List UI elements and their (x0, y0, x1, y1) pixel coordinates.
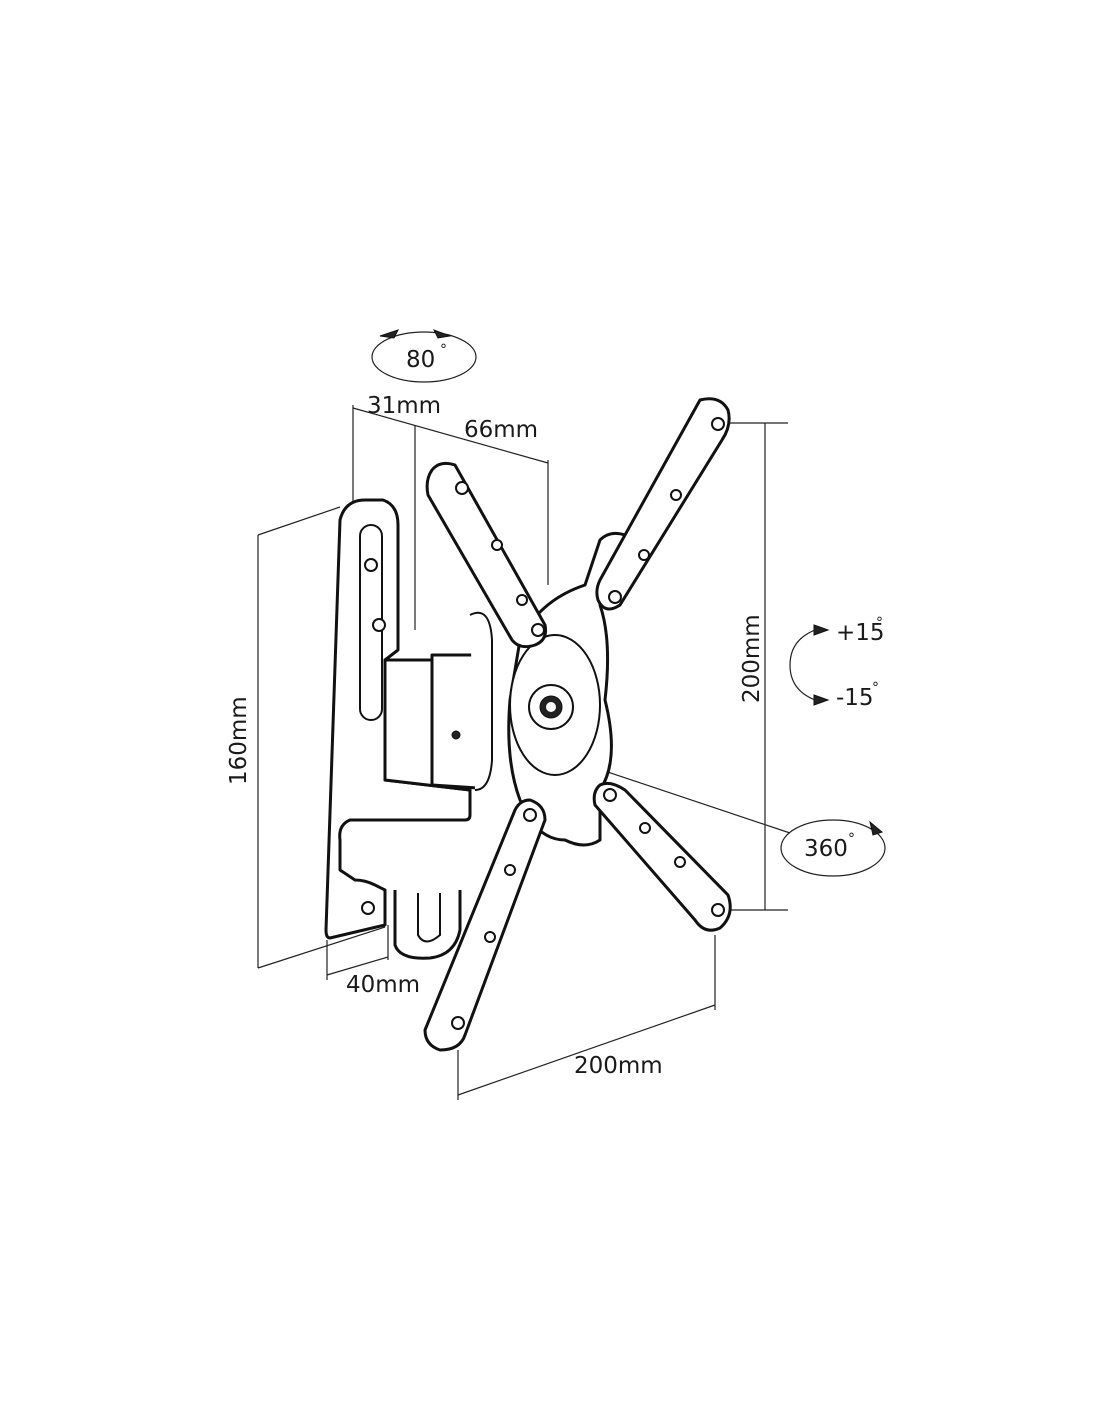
arm-upper-left-hole-4 (531, 623, 545, 637)
arm-lower-left-hole-3 (484, 931, 496, 943)
arm-upper-right-hole-2 (670, 489, 682, 501)
arm-upper-left (425, 461, 547, 649)
tilt-disc (469, 611, 493, 791)
tilt-up-degree-symbol: ° (876, 615, 883, 631)
arm-upper-left-hole-1 (455, 481, 469, 495)
arm-lower-left-hole-2 (504, 864, 516, 876)
arm-lower-right (592, 781, 732, 932)
pivot-arm (383, 611, 493, 960)
arm-upper-right-hole-3 (638, 549, 650, 561)
tilt-down-value: -15 (836, 685, 874, 711)
arm-lower-right-hole-3 (674, 856, 686, 868)
arm-upper-left-hole-2 (491, 539, 503, 551)
pivot-bracket (430, 653, 480, 790)
dim-160-bottom-extension (257, 926, 386, 969)
arm-upper-right-hole-4 (608, 590, 622, 604)
swivel-angle-indicator: 80 ° (371, 329, 477, 383)
arm-lower-right-hole-1 (603, 788, 617, 802)
arm-upper-left-body (425, 461, 547, 649)
arm-upper-right (595, 397, 731, 611)
label-vesa-height: 200mm (739, 614, 765, 703)
wall-plate-hole-top (364, 558, 378, 572)
arm-upper-right-body (595, 397, 731, 611)
rotation-value: 360 (804, 836, 848, 862)
tilt-angle-indicator: +15 ° -15 ° (789, 615, 885, 711)
tilt-down-degree-symbol: ° (872, 680, 879, 696)
hub-bolt (546, 702, 556, 712)
swivel-degree-symbol: ° (440, 342, 447, 358)
arm-lower-left-hole-1 (523, 808, 537, 822)
vesa-plate (507, 531, 627, 847)
arm-upper-left-hole-3 (516, 594, 528, 606)
dim-200-horizontal-line (457, 1004, 716, 1096)
tilt-up-value: +15 (836, 620, 885, 646)
arm-lower-left-body (423, 798, 547, 1052)
dim-depth-line (352, 407, 549, 464)
arm-lower-right-body (592, 781, 732, 932)
rotation-ellipse (780, 819, 886, 877)
label-plate-height: 160mm (226, 696, 252, 785)
label-plate-width: 40mm (346, 972, 420, 998)
lower-hinge-inner (417, 893, 441, 943)
swivel-ellipse (371, 331, 477, 383)
arm-lower-left-hole-4 (451, 1016, 465, 1030)
tilt-arc (789, 629, 816, 701)
wall-plate-hole-bottom (361, 901, 375, 915)
wall-plate (324, 498, 472, 940)
rotation-degree-symbol: ° (848, 831, 855, 847)
label-wall-depth: 31mm (367, 393, 441, 419)
label-vesa-width: 200mm (574, 1053, 663, 1079)
tilt-arrow-up-icon (813, 624, 830, 636)
wall-plate-hole-middle (372, 618, 386, 632)
arm-upper-right-hole-1 (711, 417, 725, 431)
dim-160-top-extension (257, 506, 341, 536)
label-arm-depth: 66mm (464, 417, 538, 443)
swivel-arrow-left-icon (379, 329, 399, 339)
dim-40-line (326, 956, 389, 976)
swivel-angle-value: 80 (406, 347, 435, 373)
swivel-arrow-right-icon (432, 329, 452, 339)
arm-lower-right-hole-4 (711, 903, 725, 917)
pivot-screw (451, 730, 461, 740)
rotation-arrow-icon (869, 820, 884, 836)
tilt-arrow-down-icon (813, 694, 830, 706)
arm-lower-right-hole-2 (639, 822, 651, 834)
rotation-indicator: 360 ° (780, 819, 886, 877)
arm-lower-left (423, 798, 547, 1052)
